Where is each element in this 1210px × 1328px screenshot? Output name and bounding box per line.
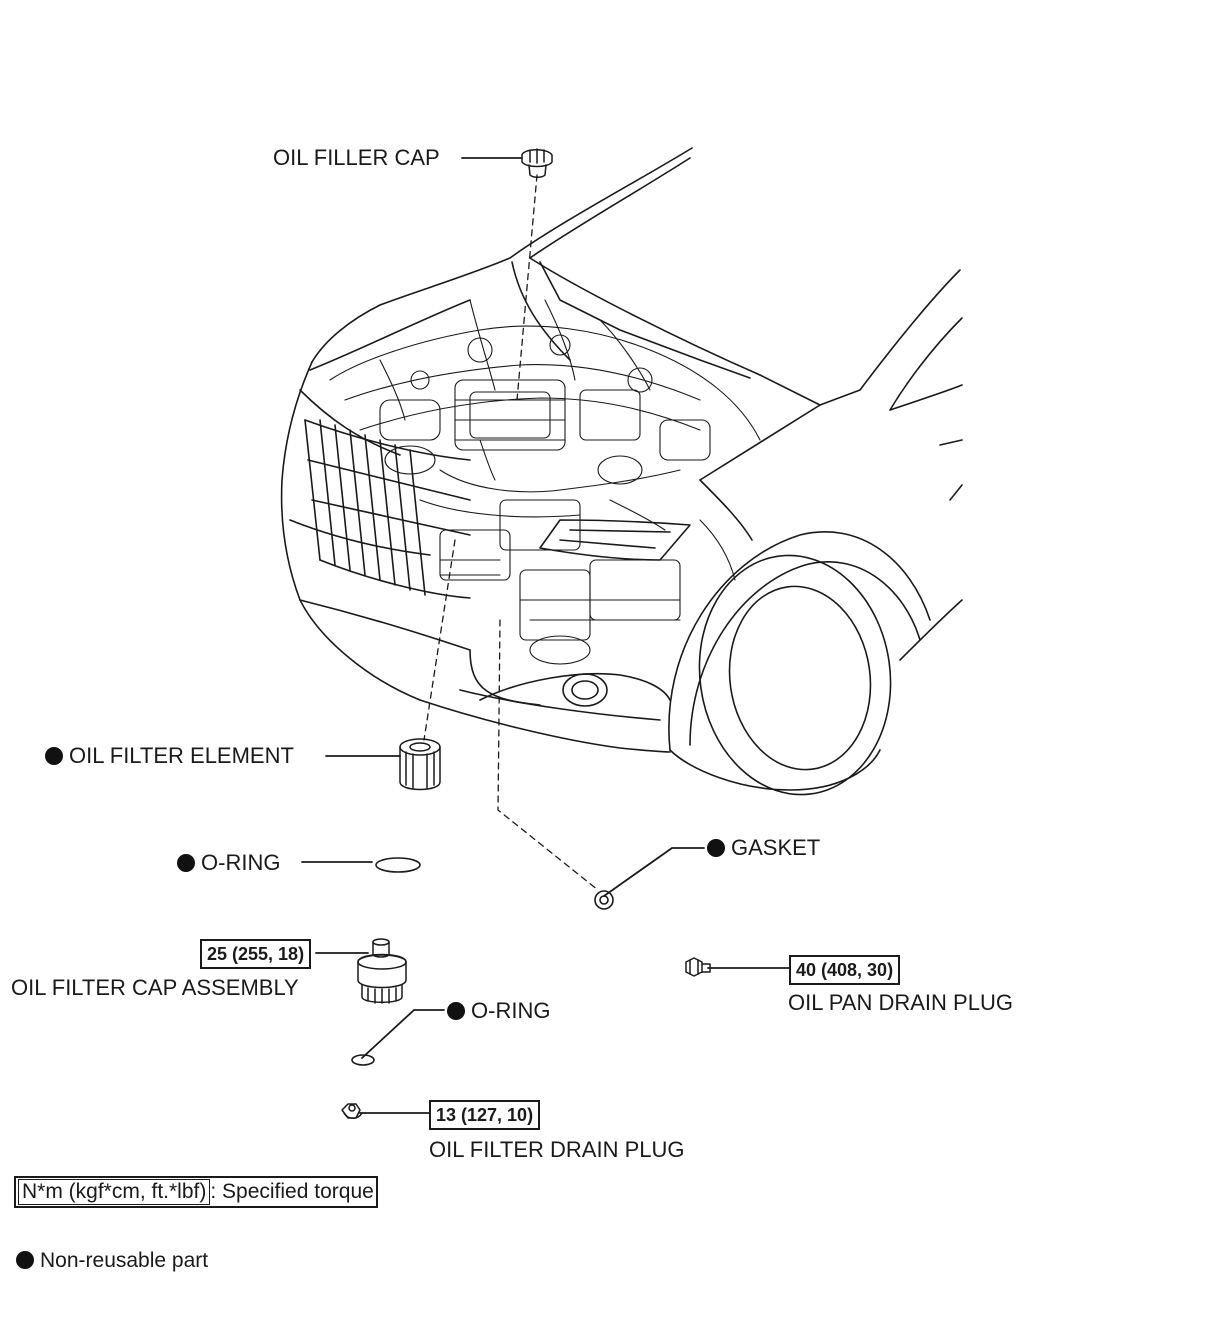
oil-filler-cap-part [521,148,553,178]
assembly-lines [423,174,599,891]
label-text: OIL FILTER DRAIN PLUG [429,1137,685,1162]
non-reusable-marker-icon [707,839,725,857]
label-gasket: GASKET [707,835,820,861]
front-wheel [668,531,931,796]
label-text: O-RING [471,998,551,1023]
non-reusable-marker-icon [16,1251,34,1269]
oil-filter-element-part [399,738,441,791]
o-ring-part-2 [351,1054,375,1066]
front-bumper [280,361,671,753]
label-o-ring-1: O-RING [177,850,280,876]
label-text: OIL PAN DRAIN PLUG [788,990,1013,1015]
non-reusable-marker-icon [177,854,195,872]
legend-torque: N*m (kgf*cm, ft.*lbf): Specified torque [14,1176,378,1208]
legend-torque-text: : Specified torque [210,1180,374,1203]
legend-non-reusable: Non-reusable part [16,1248,208,1274]
legend-torque-unit: N*m (kgf*cm, ft.*lbf) [18,1179,211,1205]
label-oil-filter-cap-assembly: OIL FILTER CAP ASSEMBLY [11,975,299,1001]
legend-non-reusable-text: Non-reusable part [40,1249,209,1272]
body-outline [699,269,963,661]
engine-bay [329,299,761,665]
label-o-ring-2: O-RING [447,998,550,1024]
o-ring-part-1 [375,857,421,873]
oil-pan-drain-plug-part [685,957,711,977]
headlight [539,519,691,561]
torque-oil-filter-drain-plug: 13 (127, 10) [429,1100,541,1130]
label-text: OIL FILTER CAP ASSEMBLY [11,975,299,1000]
label-text: O-RING [201,850,281,875]
label-oil-filler-cap: OIL FILLER CAP [273,145,440,171]
grille [304,419,471,599]
non-reusable-marker-icon [45,747,63,765]
oil-filter-drain-plug-part [341,1103,363,1119]
label-oil-filter-element: OIL FILTER ELEMENT [45,743,294,769]
label-text: OIL FILLER CAP [273,145,440,170]
label-text: GASKET [731,835,821,860]
gasket-part [594,890,614,910]
label-text: OIL FILTER ELEMENT [69,743,294,768]
hood-outline [309,147,761,379]
non-reusable-marker-icon [447,1002,465,1020]
label-oil-pan-drain-plug: OIL PAN DRAIN PLUG [788,990,1013,1016]
oil-filter-cap-assembly-part [357,938,407,1004]
leader-lines [301,157,790,1114]
torque-oil-pan-drain-plug: 40 (408, 30) [789,955,901,985]
label-oil-filter-drain-plug: OIL FILTER DRAIN PLUG [429,1137,685,1163]
torque-oil-filter-cap-assembly: 25 (255, 18) [200,939,312,969]
